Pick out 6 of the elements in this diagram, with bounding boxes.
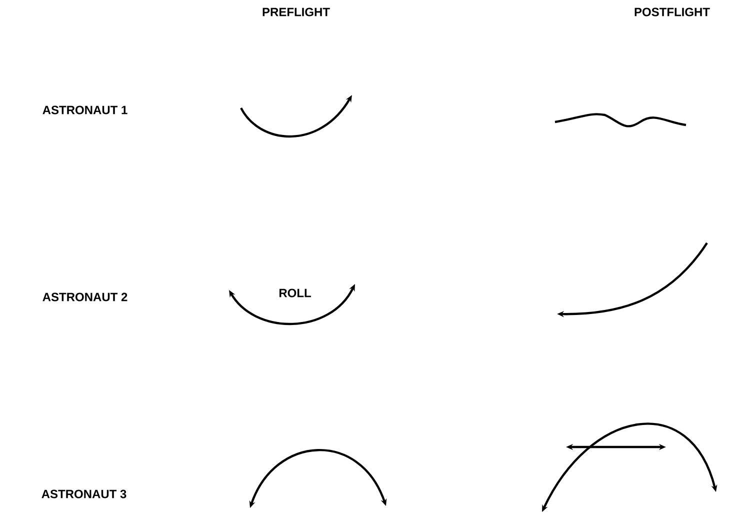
motion-label: ROLL xyxy=(279,288,311,298)
row-label: ASTRONAUT 3 xyxy=(42,490,126,498)
row-label: ASTRONAUT 1 xyxy=(42,106,128,114)
row-label: ASTRONAUT 2 xyxy=(42,292,128,302)
heading: POSTFLIGHT xyxy=(634,8,710,16)
heading: PREFLIGHT xyxy=(262,8,330,16)
